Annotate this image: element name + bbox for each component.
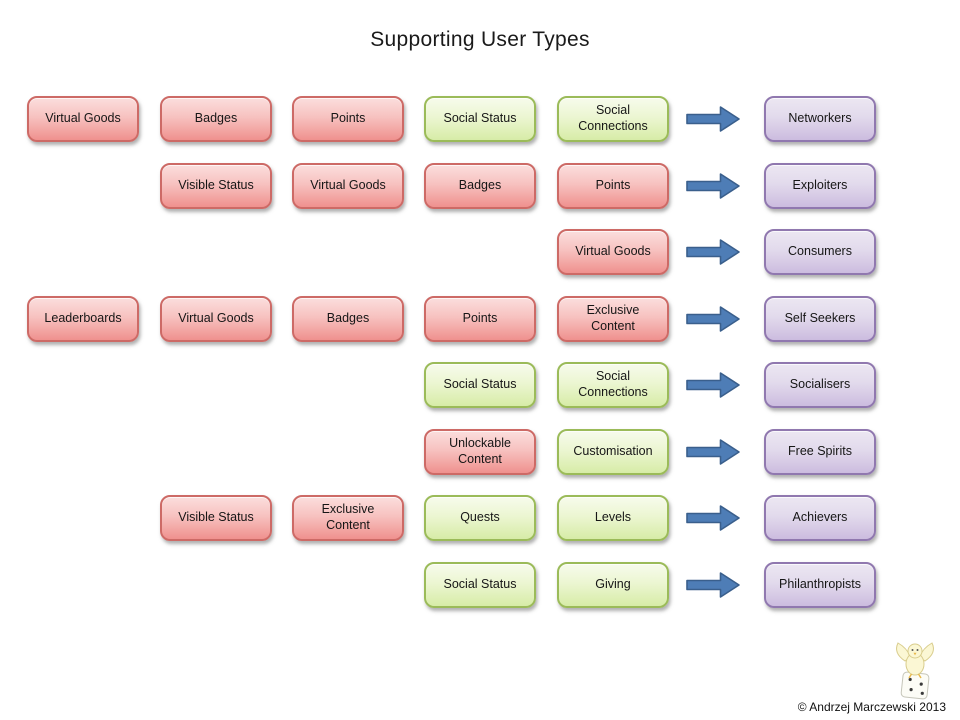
mechanic-label: Social Connections: [578, 369, 648, 399]
mechanic-box-badges: Badges: [424, 163, 536, 209]
user-type-box-self-seekers: Self Seekers: [764, 296, 876, 342]
user-type-box-exploiters: Exploiters: [764, 163, 876, 209]
mechanic-label: Badges: [458, 178, 502, 193]
user-type-box-networkers: Networkers: [764, 96, 876, 142]
mechanic-label: Levels: [594, 510, 632, 525]
copyright-text: © Andrzej Marczewski 2013: [797, 700, 946, 714]
mechanic-box-badges: Badges: [292, 296, 404, 342]
user-type-box-free-spirits: Free Spirits: [764, 429, 876, 475]
mechanic-box-badges: Badges: [160, 96, 272, 142]
mechanic-label: Social Status: [443, 577, 517, 592]
mechanic-box-social-status: Social Status: [424, 362, 536, 408]
mechanic-box-quests: Quests: [424, 495, 536, 541]
user-type-box-philanthropists: Philanthropists: [764, 562, 876, 608]
right-arrow-icon: [686, 504, 741, 532]
user-type-label: Self Seekers: [784, 311, 856, 326]
right-arrow-icon: [686, 571, 741, 599]
mechanic-box-exclusive-content: Exclusive Content: [292, 495, 404, 541]
mechanic-label: Points: [330, 111, 366, 126]
mechanic-box-social-status: Social Status: [424, 96, 536, 142]
mechanic-label: Social Connections: [578, 103, 648, 133]
user-type-label: Exploiters: [792, 178, 848, 193]
page-title: Supporting User Types: [370, 28, 590, 51]
mechanic-label: Badges: [194, 111, 238, 126]
mechanic-label: Exclusive Content: [321, 502, 375, 532]
mechanic-label: Virtual Goods: [178, 311, 254, 326]
mechanic-label: Leaderboards: [44, 311, 122, 326]
mechanic-box-points: Points: [424, 296, 536, 342]
mechanic-box-exclusive-content: Exclusive Content: [557, 296, 669, 342]
mechanic-label: Points: [462, 311, 498, 326]
mechanic-label: Customisation: [573, 444, 653, 459]
mechanic-label: Visible Status: [178, 510, 254, 525]
credit-block: © Andrzej Marczewski 2013: [798, 640, 946, 714]
mechanic-label: Badges: [326, 311, 370, 326]
right-arrow-icon: [686, 438, 741, 466]
mechanic-box-visible-status: Visible Status: [160, 163, 272, 209]
mechanic-box-social-status: Social Status: [424, 562, 536, 608]
mechanic-box-virtual-goods: Virtual Goods: [27, 96, 139, 142]
mechanic-box-social-connections: Social Connections: [557, 96, 669, 142]
user-type-label: Achievers: [792, 510, 848, 525]
user-type-box-socialisers: Socialisers: [764, 362, 876, 408]
mechanic-label: Visible Status: [178, 178, 254, 193]
mechanic-box-customisation: Customisation: [557, 429, 669, 475]
mechanic-box-virtual-goods: Virtual Goods: [292, 163, 404, 209]
user-type-label: Free Spirits: [788, 444, 852, 459]
mechanic-box-points: Points: [292, 96, 404, 142]
mechanic-label: Exclusive Content: [586, 303, 640, 333]
mechanic-label: Virtual Goods: [45, 111, 121, 126]
mechanic-box-social-connections: Social Connections: [557, 362, 669, 408]
mechanic-label: Giving: [595, 577, 631, 592]
user-type-box-achievers: Achievers: [764, 495, 876, 541]
user-type-label: Philanthropists: [779, 577, 861, 592]
mechanic-box-visible-status: Visible Status: [160, 495, 272, 541]
right-arrow-icon: [686, 238, 741, 266]
mechanic-label: Unlockable Content: [449, 436, 511, 466]
right-arrow-icon: [686, 172, 741, 200]
mechanic-box-leaderboards: Leaderboards: [27, 296, 139, 342]
mechanic-label: Social Status: [443, 111, 517, 126]
bird-on-die-logo-icon: [896, 642, 934, 700]
mechanic-box-giving: Giving: [557, 562, 669, 608]
right-arrow-icon: [686, 371, 741, 399]
mechanic-box-virtual-goods: Virtual Goods: [557, 229, 669, 275]
mechanic-box-levels: Levels: [557, 495, 669, 541]
mechanic-label: Virtual Goods: [310, 178, 386, 193]
user-type-box-consumers: Consumers: [764, 229, 876, 275]
user-type-label: Networkers: [788, 111, 852, 126]
user-type-label: Consumers: [788, 244, 852, 259]
mechanic-label: Social Status: [443, 377, 517, 392]
mechanic-label: Virtual Goods: [575, 244, 651, 259]
mechanic-box-points: Points: [557, 163, 669, 209]
user-type-label: Socialisers: [789, 377, 851, 392]
right-arrow-icon: [686, 305, 741, 333]
mechanic-box-virtual-goods: Virtual Goods: [160, 296, 272, 342]
mechanic-box-unlockable-content: Unlockable Content: [424, 429, 536, 475]
mechanic-label: Quests: [460, 510, 500, 525]
mechanic-label: Points: [595, 178, 631, 193]
right-arrow-icon: [686, 105, 741, 133]
